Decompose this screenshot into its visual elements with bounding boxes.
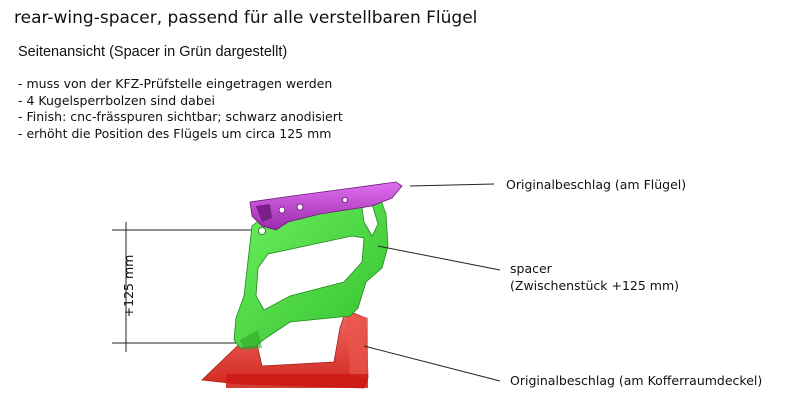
- callout-bottom-bracket: Originalbeschlag (am Kofferraumdeckel): [510, 373, 762, 388]
- dimension-marker: [112, 222, 262, 352]
- note-item: - muss von der KFZ-Prüfstelle eingetrage…: [18, 76, 333, 91]
- notes-list: - muss von der KFZ-Prüfstelle eingetrage…: [18, 76, 343, 142]
- view-subtitle: Seitenansicht (Spacer in Grün dargestell…: [18, 44, 288, 60]
- top-bracket: [249, 181, 403, 231]
- page-title: rear-wing-spacer, passend für alle verst…: [14, 8, 478, 28]
- callout-top-bracket: Originalbeschlag (am Flügel): [506, 177, 686, 192]
- callout-spacer: spacer: [510, 261, 553, 276]
- note-item: - erhöht die Position des Flügels um cir…: [18, 125, 332, 141]
- callout-lines: [363, 183, 501, 382]
- note-item: - 4 Kugelsperrbolzen sind dabei: [18, 92, 215, 108]
- callout-spacer-detail: (Zwischenstück +125 mm): [510, 278, 679, 293]
- note-item: - Finish: cnc-frässpuren sichtbar; schwa…: [18, 109, 343, 124]
- dimension-label: +125 mm: [121, 255, 136, 318]
